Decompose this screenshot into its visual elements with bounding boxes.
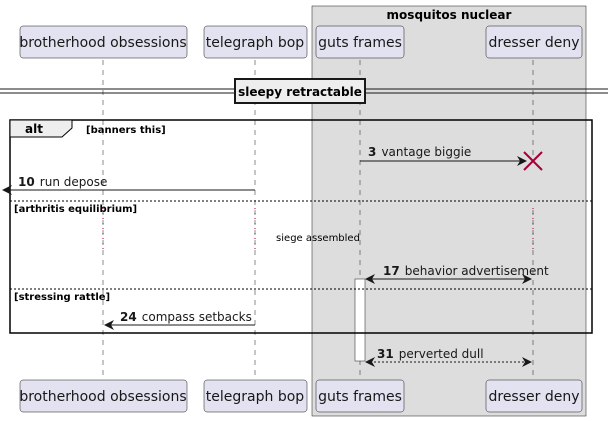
alt-fragment: alt [banners this] [arthritis equilibriu… (9, 119, 593, 334)
participant-telegraph-bop-top[interactable]: telegraph bop (203, 25, 308, 59)
participant-brotherhood-obsessions-top[interactable]: brotherhood obsessions (19, 25, 188, 59)
participant-label: brotherhood obsessions (19, 389, 186, 405)
message-10: 10 run depose (2, 171, 255, 195)
destroy-icon (523, 151, 543, 171)
participant-guts-frames-top[interactable]: guts frames (315, 25, 405, 59)
participant-label: guts frames (318, 35, 402, 51)
alt-keyword: alt (25, 122, 43, 136)
alt-guard-1: [banners this] (86, 125, 166, 136)
participant-label: guts frames (318, 389, 402, 405)
alt-frame (9, 119, 593, 334)
message-label: 24 compass setbacks (120, 306, 252, 325)
message-24: 24 compass setbacks (104, 306, 255, 330)
divider: sleepy retractable (0, 78, 608, 104)
alt-guard-3: [stressing rattle] (14, 292, 110, 303)
message-label: 17 behavior advertisement (383, 260, 549, 279)
participant-label: telegraph bop (206, 389, 304, 405)
participant-dresser-deny-top[interactable]: dresser deny (485, 25, 583, 59)
participant-guts-frames-bottom[interactable]: guts frames (315, 379, 405, 413)
message-label: 31 perverted dull (377, 343, 484, 362)
participant-label: brotherhood obsessions (19, 35, 186, 51)
activation-bar-guts-frames (354, 278, 366, 362)
participant-brotherhood-obsessions-bottom[interactable]: brotherhood obsessions (19, 379, 188, 413)
divider-label: sleepy retractable (238, 85, 362, 99)
participant-label: dresser deny (488, 389, 579, 405)
alt-frame-tab (9, 119, 73, 138)
message-31: 31 perverted dull (365, 343, 532, 367)
participant-dresser-deny-bottom[interactable]: dresser deny (485, 379, 583, 413)
participant-box-label: mosquitos nuclear (387, 8, 512, 22)
message-label: 10 run depose (18, 171, 107, 190)
participant-telegraph-bop-bottom[interactable]: telegraph bop (203, 379, 308, 413)
divider-box (234, 78, 366, 104)
lifelines (102, 60, 534, 380)
delay-label: siege assembled (276, 233, 360, 244)
message-17: 17 behavior advertisement (365, 260, 549, 284)
message-3: 3 vantage biggie (360, 141, 543, 171)
alt-guard-2: [arthritis equilibrium] (14, 204, 137, 215)
participant-label: dresser deny (488, 35, 579, 51)
message-label: 3 vantage biggie (368, 141, 471, 160)
participant-label: telegraph bop (206, 35, 304, 51)
